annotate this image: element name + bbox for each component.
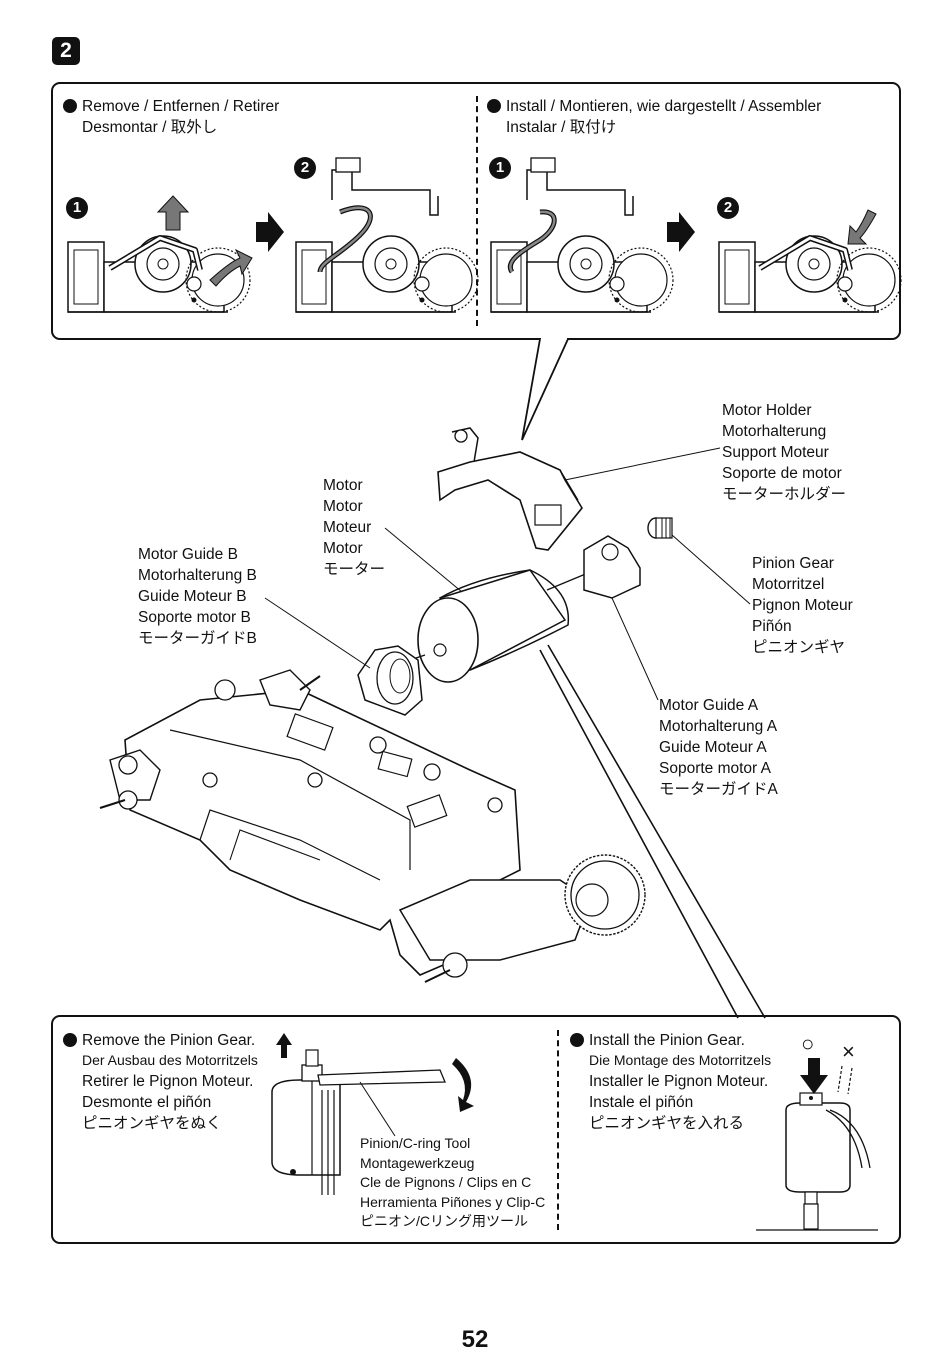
bottom-panel-divider bbox=[557, 1030, 559, 1230]
motor-guide-a-figure bbox=[583, 535, 641, 599]
bullet-icon bbox=[487, 99, 501, 113]
step-number-badge: 2 bbox=[52, 37, 80, 65]
chassis-figure bbox=[99, 669, 646, 983]
pinion-gear-figure bbox=[647, 517, 673, 539]
substep-1-install: 1 bbox=[489, 157, 511, 179]
remove-step-2-figure bbox=[295, 157, 479, 313]
bullet-icon bbox=[63, 99, 77, 113]
correct-mark-icon: ○ bbox=[801, 1031, 815, 1056]
remove-step-1-figure bbox=[67, 195, 253, 313]
bullet-icon bbox=[63, 1033, 77, 1047]
install-step-2-figure bbox=[718, 209, 902, 313]
remove-pinion-figure bbox=[271, 1033, 474, 1195]
bottom-instruction-panel bbox=[51, 1015, 901, 1244]
remove-pinion-instruction: Remove the Pinion Gear. Der Ausbau des M… bbox=[63, 1030, 258, 1134]
install-pinion-instruction: Install the Pinion Gear. Die Montage des… bbox=[570, 1030, 771, 1134]
wrong-mark-icon: × bbox=[842, 1039, 855, 1064]
substep-2-install: 2 bbox=[717, 197, 739, 219]
motor-holder-figure bbox=[437, 427, 583, 551]
remove-instruction: Remove / Entfernen / Retirer Desmontar /… bbox=[63, 96, 279, 138]
substep-1-remove: 1 bbox=[66, 197, 88, 219]
substep-2-remove: 2 bbox=[294, 157, 316, 179]
install-instruction: Install / Montieren, wie dargestellt / A… bbox=[487, 96, 821, 138]
arrow-right-icon bbox=[667, 212, 695, 252]
install-step-1-figure bbox=[490, 157, 674, 313]
top-panel-divider bbox=[476, 96, 478, 326]
install-pinion-figure bbox=[756, 1058, 878, 1231]
arrow-right-icon bbox=[256, 212, 284, 252]
bullet-icon bbox=[570, 1033, 584, 1047]
motor-guide-b-figure bbox=[357, 645, 423, 716]
page-number: 52 bbox=[461, 1326, 489, 1353]
motor-figure bbox=[409, 567, 601, 683]
